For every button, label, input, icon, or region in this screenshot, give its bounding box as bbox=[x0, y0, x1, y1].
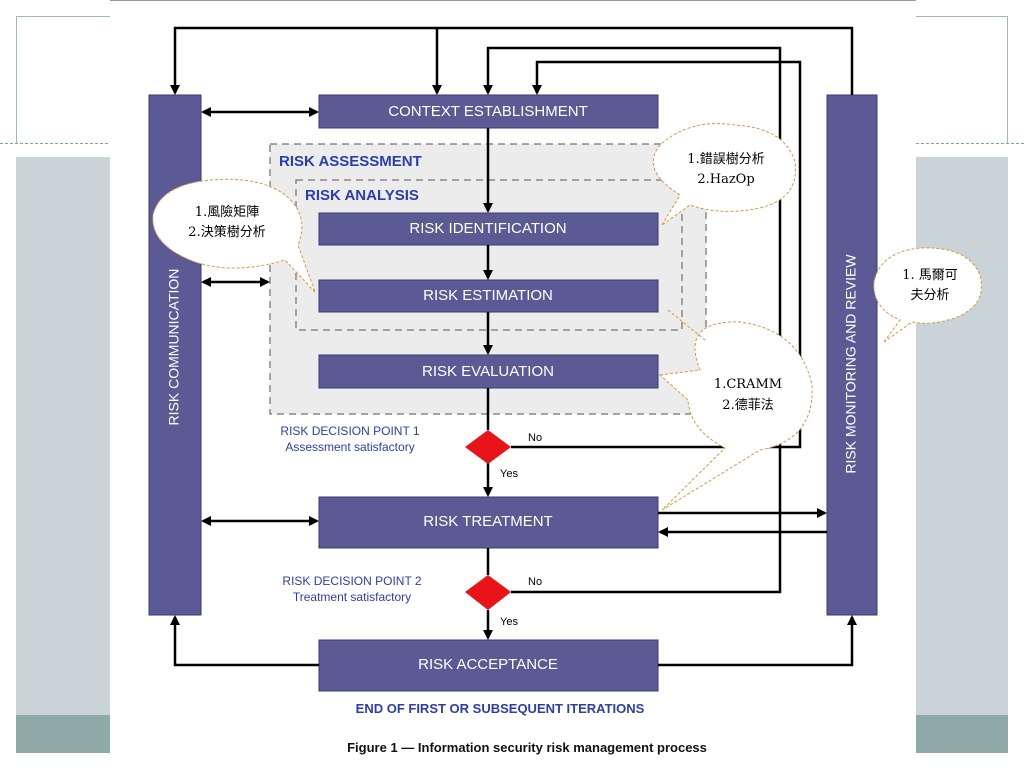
risk-communication-bar bbox=[148, 94, 202, 616]
risk-treatment-box bbox=[318, 496, 659, 549]
risk-identification-box bbox=[318, 212, 659, 246]
callout-left-line1: 1.風險矩陣 bbox=[195, 205, 259, 220]
figure-top-line bbox=[110, 0, 916, 1]
callout-top-right-line1: 1.錯誤樹分析 bbox=[687, 151, 764, 167]
decision-point-2-title: RISK DECISION POINT 2 bbox=[282, 574, 421, 588]
callout-middle-right-line2: 2.德菲法 bbox=[722, 398, 773, 413]
iterations-note: END OF FIRST OR SUBSEQUENT ITERATIONS bbox=[356, 701, 645, 716]
risk-acceptance-box bbox=[318, 639, 659, 692]
risk-identification-label: RISK IDENTIFICATION bbox=[409, 220, 566, 237]
risk-estimation-label: RISK ESTIMATION bbox=[423, 287, 553, 304]
callout-top-right: 1.錯誤樹分析 2.HazOp bbox=[652, 123, 797, 226]
decision-point-1-yes: Yes bbox=[500, 468, 518, 480]
decision-point-1-title: RISK DECISION POINT 1 bbox=[280, 424, 419, 438]
risk-monitoring-bar bbox=[826, 94, 878, 616]
risk-acceptance-label: RISK ACCEPTANCE bbox=[418, 656, 558, 673]
figure-caption: Figure 1 — Information security risk man… bbox=[347, 740, 707, 755]
decision-point-2-diamond bbox=[465, 575, 511, 610]
feedback-loop-lines bbox=[170, 26, 857, 667]
context-establishment-label: CONTEXT ESTABLISHMENT bbox=[388, 103, 587, 120]
decision-point-1-no: No bbox=[528, 432, 542, 444]
decision-point-2-subtitle: Treatment satisfactory bbox=[293, 590, 411, 604]
decision-point-1-subtitle: Assessment satisfactory bbox=[285, 440, 414, 454]
risk-analysis-label: RISK ANALYSIS bbox=[305, 187, 419, 204]
context-establishment-box bbox=[318, 94, 659, 129]
decision-point-1-diamond bbox=[465, 430, 511, 464]
callout-top-right-line2: 2.HazOp bbox=[697, 172, 754, 187]
callout-far-right-line2: 夫分析 bbox=[910, 288, 949, 303]
callout-left: 1.風險矩陣 2.決策樹分析 bbox=[152, 178, 316, 293]
callout-middle-right-line1: 1.CRAMM bbox=[714, 377, 782, 392]
callout-far-right-line1: 1. 馬爾可 bbox=[902, 268, 958, 283]
callout-left-line2: 2.決策樹分析 bbox=[188, 224, 265, 240]
risk-treatment-label: RISK TREATMENT bbox=[423, 513, 552, 530]
risk-evaluation-label: RISK EVALUATION bbox=[422, 363, 554, 380]
risk-monitoring-label: RISK MONITORING AND REVIEW bbox=[843, 254, 859, 474]
risk-assessment-label: RISK ASSESSMENT bbox=[279, 153, 422, 170]
risk-estimation-box bbox=[318, 279, 659, 313]
decision-point-2-yes: Yes bbox=[500, 616, 518, 628]
risk-communication-label: RISK COMMUNICATION bbox=[166, 269, 182, 426]
decision-point-2-no: No bbox=[528, 576, 542, 588]
callout-far-right: 1. 馬爾可 夫分析 bbox=[873, 247, 982, 343]
callout-middle-right: 1.CRAMM 2.德菲法 bbox=[658, 309, 813, 511]
